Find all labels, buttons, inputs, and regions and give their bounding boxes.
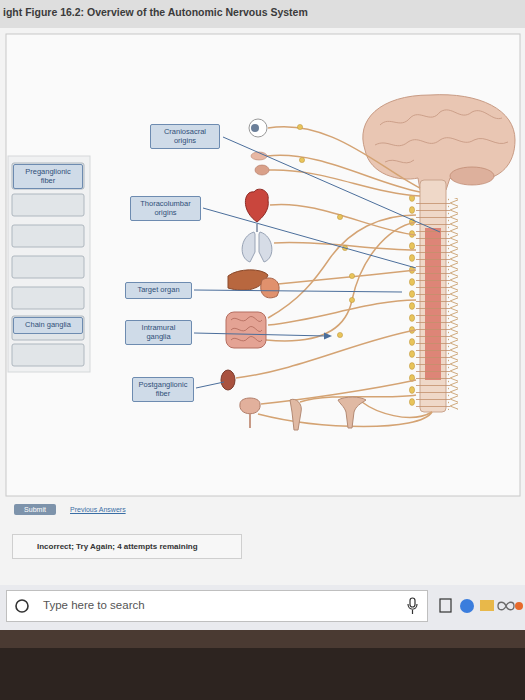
folder-icon [480, 600, 494, 611]
answer-slot [12, 344, 84, 366]
previous-answers-link: Previous Answers [70, 506, 126, 513]
label-tile: Target organ [125, 282, 192, 299]
leader-line [194, 290, 402, 292]
ganglion [337, 332, 342, 337]
iris [251, 124, 259, 132]
feedback-box: Incorrect; Try Again; 4 attempts remaini… [12, 534, 242, 559]
sympathetic-chain [408, 196, 416, 406]
nerve-fiber [269, 170, 420, 196]
ganglion [337, 214, 342, 219]
label-tile: Preganglionic fiber [13, 164, 83, 189]
node-text: Craniosacral origins [154, 128, 216, 145]
app-icon [498, 602, 514, 610]
lung [259, 232, 272, 262]
taskbar [0, 585, 525, 630]
search-icon [16, 600, 28, 612]
gland [255, 165, 269, 175]
answer-slot [12, 316, 84, 340]
node-text: Incorrect; Try Again; 4 attempts remaini… [37, 542, 235, 551]
ganglion [297, 124, 302, 129]
exercise-panel [6, 34, 520, 496]
nerve-fiber [274, 242, 416, 250]
node-text: Target organ [129, 286, 188, 295]
brain [363, 95, 515, 190]
bladder [240, 398, 260, 414]
node-text: Chain ganglia [17, 321, 79, 330]
figure-title: ight Figure 16.2: Overview of the Autono… [3, 6, 308, 18]
task-view-icon [440, 599, 451, 612]
lung [242, 232, 255, 262]
cerebellum [450, 167, 494, 185]
node-text: Submit [18, 506, 52, 513]
mic-icon [410, 598, 415, 607]
label-tile: Thoracolumbar origins [130, 196, 201, 221]
kidney [221, 370, 235, 390]
trachea [256, 224, 258, 232]
answer-slot [12, 256, 84, 278]
nerve-fiber [362, 402, 432, 417]
node-text: Thoracolumbar origins [134, 200, 197, 217]
intestine-coils [231, 316, 262, 341]
brain-gyri [380, 110, 502, 125]
laptop-bezel [0, 630, 525, 700]
node-text: Intramural ganglia [129, 324, 188, 341]
answer-slot [12, 287, 84, 309]
ganglion [349, 273, 354, 278]
leader-line [196, 382, 224, 388]
nerve-fiber [267, 155, 420, 192]
ganglion [349, 297, 354, 302]
reproductive-organ [338, 397, 366, 428]
answer-slot [12, 225, 84, 247]
node-text: Preganglionic fiber [17, 168, 79, 185]
heart [245, 189, 268, 222]
submit-button: Submit [14, 504, 56, 515]
bezel-edge [0, 630, 525, 648]
nerve-fiber [268, 215, 416, 318]
spinal-nerve-roots [448, 198, 458, 410]
stomach [261, 278, 279, 298]
firefox-icon [515, 602, 523, 610]
answer-slot [12, 194, 84, 216]
arrowhead [324, 333, 332, 340]
nerve-fiber [258, 412, 432, 427]
content-ground [0, 28, 525, 585]
ganglion [299, 157, 304, 162]
nerve-fiber [266, 222, 416, 341]
spinal-segments [416, 200, 450, 408]
label-tile: Postganglionic fiber [132, 377, 194, 402]
reproductive-organ [290, 399, 301, 430]
node-text: Type here to search [43, 599, 397, 611]
label-tile: Craniosacral origins [150, 124, 220, 149]
leader-line [203, 208, 416, 268]
search-box: Type here to search [6, 590, 428, 622]
ganglia [297, 124, 354, 337]
mic-icon [408, 604, 417, 614]
leader-line [223, 137, 440, 232]
brain-gyri [385, 160, 414, 163]
leader-line [194, 333, 326, 336]
intestines [226, 312, 266, 348]
answer-slot [12, 163, 84, 189]
urethra [249, 414, 251, 428]
leader-lines [194, 137, 440, 388]
label-tile: Chain ganglia [13, 317, 83, 334]
brain-gyri [375, 138, 508, 146]
eye [249, 119, 267, 137]
nerve-fiber [268, 127, 420, 188]
label-tile: Intramural ganglia [125, 320, 192, 345]
answer-column [8, 156, 90, 372]
browser-icon [460, 599, 474, 613]
node-text: Postganglionic fiber [136, 381, 190, 398]
nerve-fiber [278, 270, 416, 284]
